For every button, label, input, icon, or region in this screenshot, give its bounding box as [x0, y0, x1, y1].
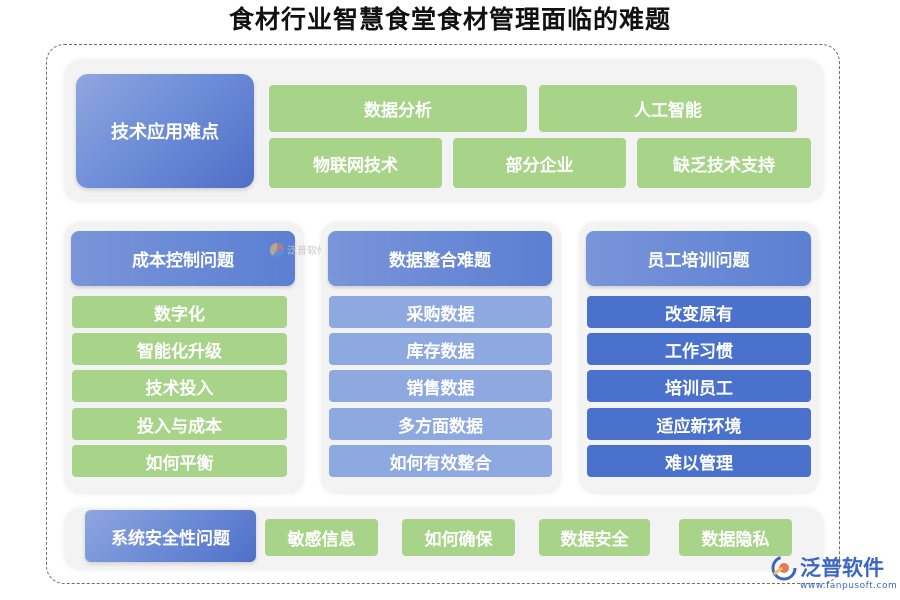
training-item-train-staff: 培训员工 [587, 370, 811, 402]
security-item-data-security: 数据安全 [539, 519, 650, 556]
security-item-data-privacy: 数据隐私 [679, 519, 792, 556]
fanpu-logo-icon [771, 555, 797, 581]
training-item-hard-manage: 难以管理 [587, 445, 811, 477]
tech-item-data-analysis: 数据分析 [269, 85, 527, 132]
data-item-purchase: 采购数据 [329, 296, 552, 328]
data-item-inventory: 库存数据 [329, 333, 552, 365]
watermark-logo-icon [270, 242, 284, 257]
data-item-sales: 销售数据 [329, 370, 552, 402]
logo-url: www.fanpusoft.com [800, 581, 898, 591]
security-item-how-ensure: 如何确保 [402, 519, 515, 556]
security-label-box: 系统安全性问题 [85, 510, 256, 562]
cost-header: 成本控制问题 [71, 231, 295, 286]
training-header: 员工培训问题 [586, 231, 811, 286]
training-item-adapt: 适应新环境 [587, 408, 811, 440]
data-item-multi-source: 多方面数据 [329, 408, 552, 440]
page-title: 食材行业智慧食堂食材管理面临的难题 [228, 5, 671, 34]
brand-logo: 泛普软件 www.fanpusoft.com [770, 552, 898, 598]
watermark: 泛普软件 [270, 242, 327, 257]
tech-item-lack-support: 缺乏技术支持 [637, 138, 811, 188]
watermark-text: 泛普软件 [287, 246, 327, 257]
cost-item-how-balance: 如何平衡 [72, 445, 287, 477]
cost-item-smart-upgrade: 智能化升级 [72, 333, 287, 365]
training-item-work-habits: 工作习惯 [587, 333, 811, 365]
tech-item-ai: 人工智能 [539, 85, 797, 132]
training-item-change-habits: 改变原有 [587, 296, 811, 328]
tech-label-box: 技术应用难点 [76, 74, 254, 188]
dashed-frame [46, 44, 840, 584]
tech-item-some-enterprises: 部分企业 [453, 138, 626, 188]
security-item-sensitive-info: 敏感信息 [265, 519, 378, 556]
logo-name: 泛普软件 [800, 556, 884, 580]
tech-item-iot: 物联网技术 [269, 138, 442, 188]
cost-item-investment-cost: 投入与成本 [72, 408, 287, 440]
data-integration-header: 数据整合难题 [328, 231, 552, 286]
cost-item-digitalization: 数字化 [72, 296, 287, 328]
cost-item-tech-investment: 技术投入 [72, 370, 287, 402]
data-item-how-integrate: 如何有效整合 [329, 445, 552, 477]
